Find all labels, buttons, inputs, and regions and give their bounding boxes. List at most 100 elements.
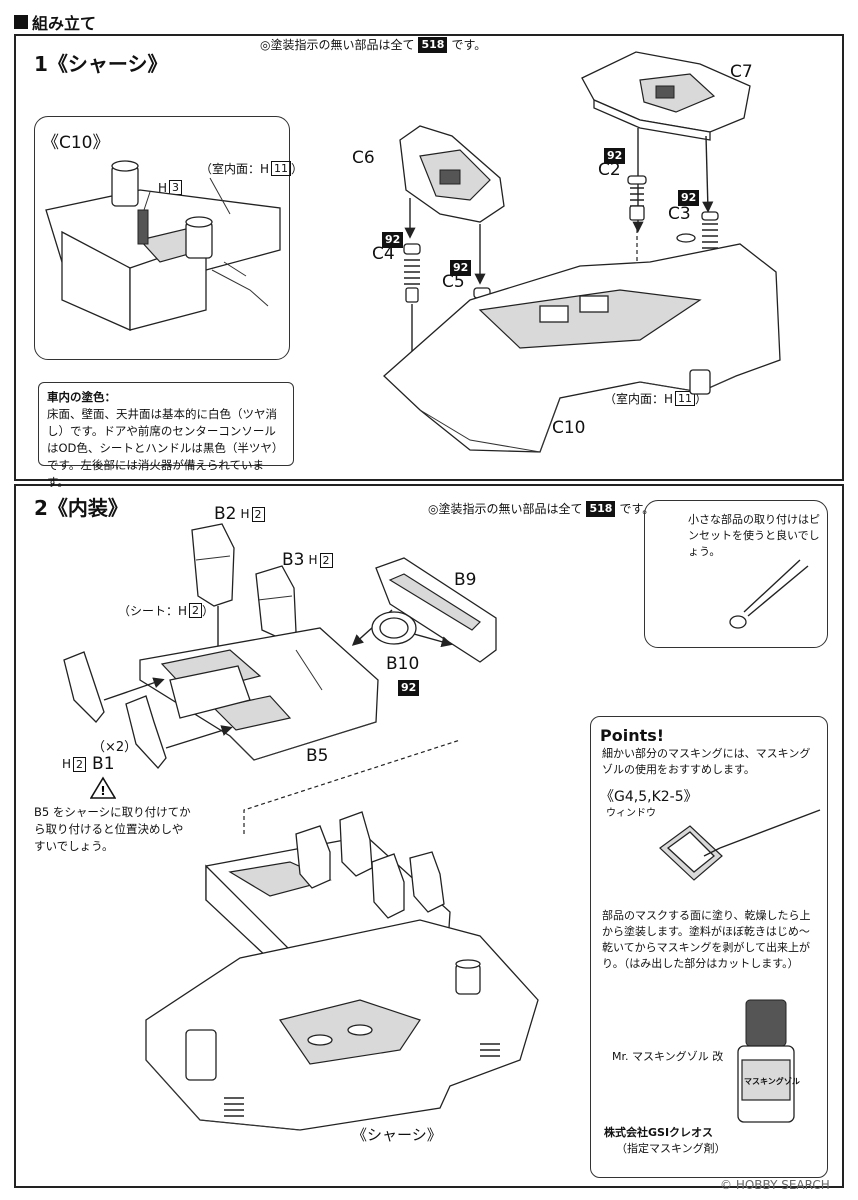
assembly-leader-line [243, 739, 461, 834]
part-c4-color: 92 [378, 228, 407, 248]
c10-inset-interior-label: （室内面： H 11 ） [200, 160, 303, 177]
paint-note-suffix: です。 [451, 38, 487, 52]
step1-panel [14, 34, 844, 481]
points-intro: 細かい部分のマスキングには、マスキングゾルの使用をおすすめします。 [602, 747, 811, 776]
step1-title: 1《シャーシ》 [34, 52, 168, 76]
b2-color-code: 2 [251, 506, 265, 522]
tweezer-tip-text: 小さな部品の取り付けはピンセットを使うと良いでしょう。 [688, 513, 820, 558]
c7-drawing [581, 51, 751, 233]
part-c5: C5 [442, 272, 465, 292]
paint-note-prefix: ◎塗装指示の無い部品は全て [428, 502, 583, 516]
b3-color-code: 2 [319, 552, 333, 568]
step2-chassis-drawing [145, 919, 539, 1131]
step2-panel [14, 484, 844, 1188]
interior-color-code: 11 [271, 161, 292, 176]
b5-floor-drawing [139, 627, 379, 761]
step1-paint-note: ◎塗装指示の無い部品は全て 518 です。 [260, 36, 486, 53]
svg-text:!: ! [100, 784, 105, 798]
part-b1-count: （×2） [92, 740, 138, 755]
c10-inset-title: 《C10》 [42, 133, 110, 153]
interior-paint-title: 車内の塗色： [47, 390, 116, 404]
section-title: 組み立て [32, 14, 97, 33]
masking-bottle-drawing [737, 999, 795, 1123]
square-icon [14, 15, 28, 29]
part-c2-color: 92 [600, 144, 629, 164]
warning-icon: ! [90, 776, 116, 800]
bottle-label: マスキングゾル [744, 1077, 800, 1086]
part-c6: C6 [352, 148, 375, 168]
part-b10: B10 [386, 654, 420, 674]
b2-seat-drawing [191, 523, 235, 663]
b1-color-code: 2 [73, 756, 87, 772]
seat-label-close: ） [202, 604, 215, 618]
h-code: H [158, 180, 168, 195]
c4-spring [403, 243, 421, 387]
b1-label: B1 [92, 754, 115, 774]
part-b2: B2 H 2 [214, 504, 265, 524]
part-c10: C10 [552, 418, 586, 438]
part-c3: C3 [668, 204, 691, 224]
b3-h: H [308, 553, 318, 567]
b1-seat-drawing-2 [125, 695, 233, 769]
seat-label-open: （シート： [118, 604, 179, 618]
b1-h: H [62, 757, 72, 771]
paint-note-prefix: ◎塗装指示の無い部品は全て [260, 38, 415, 52]
section-header: 組み立て [14, 10, 96, 34]
c3-color-badge: 92 [678, 190, 700, 206]
caution-note: B5 をシャーシに取り付けてから取り付けると位置決めしやすいでしょう。 [34, 805, 191, 853]
points-product-name: Mr. マスキングゾル 改 [612, 1050, 724, 1063]
points-title: Points! [600, 726, 665, 745]
c10-chassis-drawing [383, 233, 781, 453]
watermark: © HOBBY SEARCH [720, 1178, 830, 1192]
interior-label-close: ） [695, 392, 708, 406]
chassis-interior-label: （室内面： H 11 ） [604, 390, 707, 407]
b2-label: B2 [214, 504, 237, 524]
b9-dashboard-drawing [351, 557, 497, 663]
interior-paint-box: 車内の塗色： 床面、壁面、天井面は基本的に白色（ツヤ消し）です。ドアや前席のセン… [38, 382, 294, 489]
part-c3-color: 92 [674, 186, 703, 206]
paint-code-badge: 518 [418, 36, 448, 53]
tweezer-tip-box [644, 500, 828, 648]
part-c4: C4 [372, 244, 395, 264]
b10-color-badge: 92 [398, 680, 420, 696]
part-c7: C7 [730, 62, 753, 82]
part-c2: C2 [598, 160, 621, 180]
points-sub-caption: ウィンドウ [606, 808, 656, 819]
c6-drawing [399, 125, 505, 285]
part-b1: H 2 B1 [62, 754, 115, 774]
b3-label: B3 [282, 550, 305, 570]
points-maker-note: （指定マスキング剤） [616, 1142, 726, 1155]
part-b10-color: 92 [394, 676, 423, 696]
interior-color-code: 11 [675, 391, 696, 406]
seat-paint-label: （シート： H 2 ） [118, 602, 214, 619]
tweezer-drawing [729, 559, 809, 629]
c5-color-badge: 92 [450, 260, 472, 276]
interior-h: H [664, 391, 674, 406]
b2-h: H [240, 507, 250, 521]
points-body: 部品のマスクする面に塗り、乾燥したら上から塗装します。塗料がほぼ乾きはじめ～乾い… [602, 909, 811, 970]
c10-inset [34, 116, 290, 360]
points-box [590, 716, 828, 1178]
step2-title: 2《内装》 [34, 496, 128, 520]
c2-spring [627, 175, 647, 300]
b10-wheel-drawing [371, 611, 453, 648]
points-maker: 株式会社GSIクレオス [604, 1126, 714, 1139]
interior-label-open: （室内面： [604, 392, 665, 406]
interior-label-close: ） [291, 162, 304, 176]
interior-label-open: （室内面： [200, 162, 261, 176]
interior-h: H [260, 161, 270, 176]
chassis-label: 《シャーシ》 [352, 1126, 442, 1144]
seat-color-code: 2 [189, 603, 203, 618]
c4-color-badge: 92 [382, 232, 404, 248]
points-sub-title: 《G4,5,K2-5》 [600, 789, 698, 805]
masking-illustration [659, 809, 821, 881]
c2-color-badge: 92 [604, 148, 626, 164]
interior-paint-body: 床面、壁面、天井面は基本的に白色（ツヤ消し）です。ドアや前席のセンターコンソール… [47, 407, 284, 489]
part-b3: B3 H 2 [282, 550, 333, 570]
paint-code-badge: 518 [586, 500, 616, 517]
seat-h: H [178, 603, 188, 618]
part-b9: B9 [454, 570, 477, 590]
c10-inset-drawing [45, 160, 281, 331]
part-c5-color: 92 [446, 256, 475, 276]
